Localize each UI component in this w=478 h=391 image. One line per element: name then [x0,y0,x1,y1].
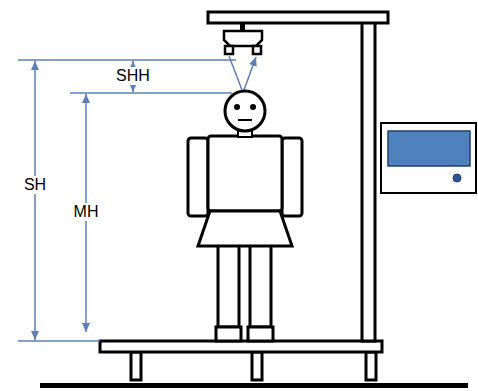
power-button [453,174,461,182]
head [225,91,265,131]
base-platform [100,341,382,352]
floor-line [40,383,468,388]
extension-line [18,340,100,342]
dimension-label: SH [22,176,48,194]
sensor-transducer [253,46,261,54]
dimension-label: SHH [114,67,152,85]
left-arm [188,138,208,216]
extension-line [18,59,236,61]
leg [366,352,376,380]
sensor-transducer [225,46,233,54]
sh-dimension [34,61,36,340]
dimension-label: MH [72,203,101,221]
leg [131,352,141,380]
left-leg [218,245,239,327]
stand [40,12,476,388]
top-arm [208,12,388,23]
right-foot [248,327,273,341]
eye [250,104,256,110]
vertical-pole [362,22,375,341]
skirt [198,211,292,246]
left-foot [216,327,241,341]
beam-down [229,56,242,90]
display-unit [381,123,476,193]
right-leg [250,245,271,327]
torso [208,136,282,211]
sensor-beams [229,56,256,90]
person [188,91,302,341]
display-screen [388,131,470,166]
beam-up [244,57,256,90]
eye [234,104,240,110]
mouth [238,119,252,121]
extension-line [70,92,232,94]
leg [252,352,262,380]
ultrasonic-sensor [224,31,262,46]
dimension-lines [18,60,236,341]
right-arm [282,138,302,216]
